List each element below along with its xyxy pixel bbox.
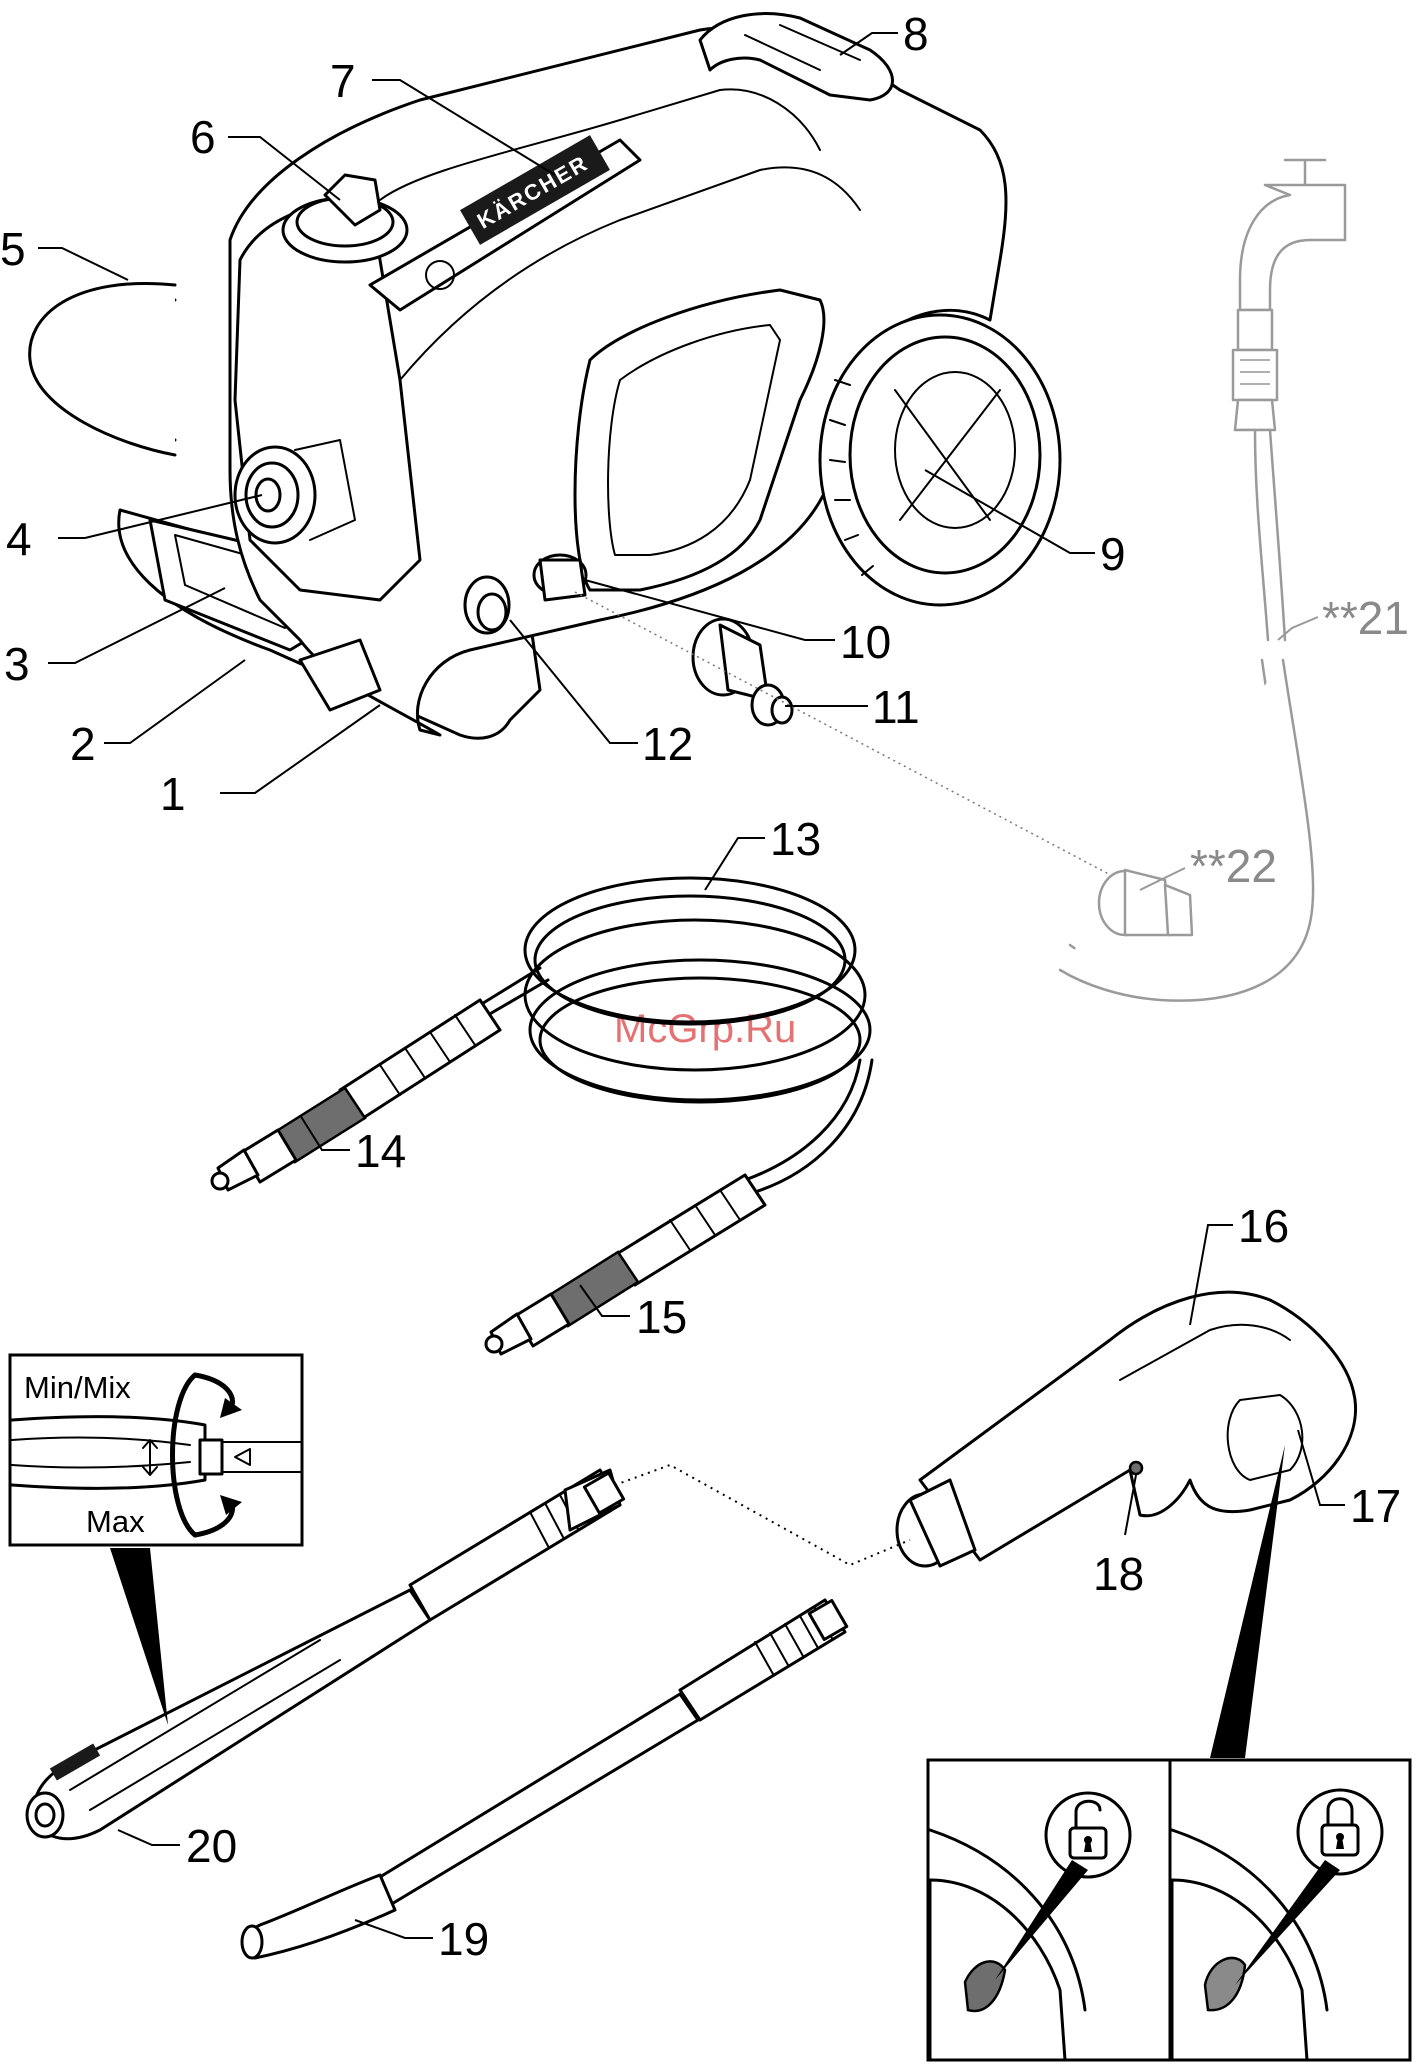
callout-22: **22 bbox=[1190, 840, 1277, 892]
callout-15: 15 bbox=[636, 1291, 687, 1343]
callout-13: 13 bbox=[770, 813, 821, 865]
callout-17: 17 bbox=[1350, 1480, 1401, 1532]
callout-3: 3 bbox=[4, 638, 30, 690]
callout-21: **21 bbox=[1322, 592, 1409, 644]
callout-11: 11 bbox=[872, 681, 920, 733]
detergent-port bbox=[465, 577, 509, 633]
inset-max-label: Max bbox=[86, 1504, 145, 1539]
callout-10: 10 bbox=[840, 616, 891, 668]
callout-12: 12 bbox=[642, 718, 693, 770]
callout-19: 19 bbox=[438, 1913, 489, 1965]
callout-20: 20 bbox=[186, 1820, 237, 1872]
callout-16: 16 bbox=[1238, 1200, 1289, 1252]
callout-6: 6 bbox=[190, 111, 216, 163]
callout-7: 7 bbox=[330, 55, 356, 107]
callout-4: 4 bbox=[6, 513, 32, 565]
high-pressure-hose bbox=[212, 878, 872, 1354]
callout-9: 9 bbox=[1100, 528, 1126, 580]
coupling bbox=[693, 619, 792, 725]
callout-8: 8 bbox=[903, 8, 929, 60]
trigger-lock-button bbox=[1130, 1462, 1142, 1474]
inset-min-mix-label: Min/Mix bbox=[24, 1370, 131, 1405]
callout-2: 2 bbox=[70, 718, 96, 770]
callout-18: 18 bbox=[1093, 1548, 1144, 1600]
callout-1: 1 bbox=[160, 768, 186, 820]
wheel bbox=[820, 315, 1060, 605]
callout-5: 5 bbox=[0, 223, 26, 275]
callout-14: 14 bbox=[355, 1125, 406, 1177]
